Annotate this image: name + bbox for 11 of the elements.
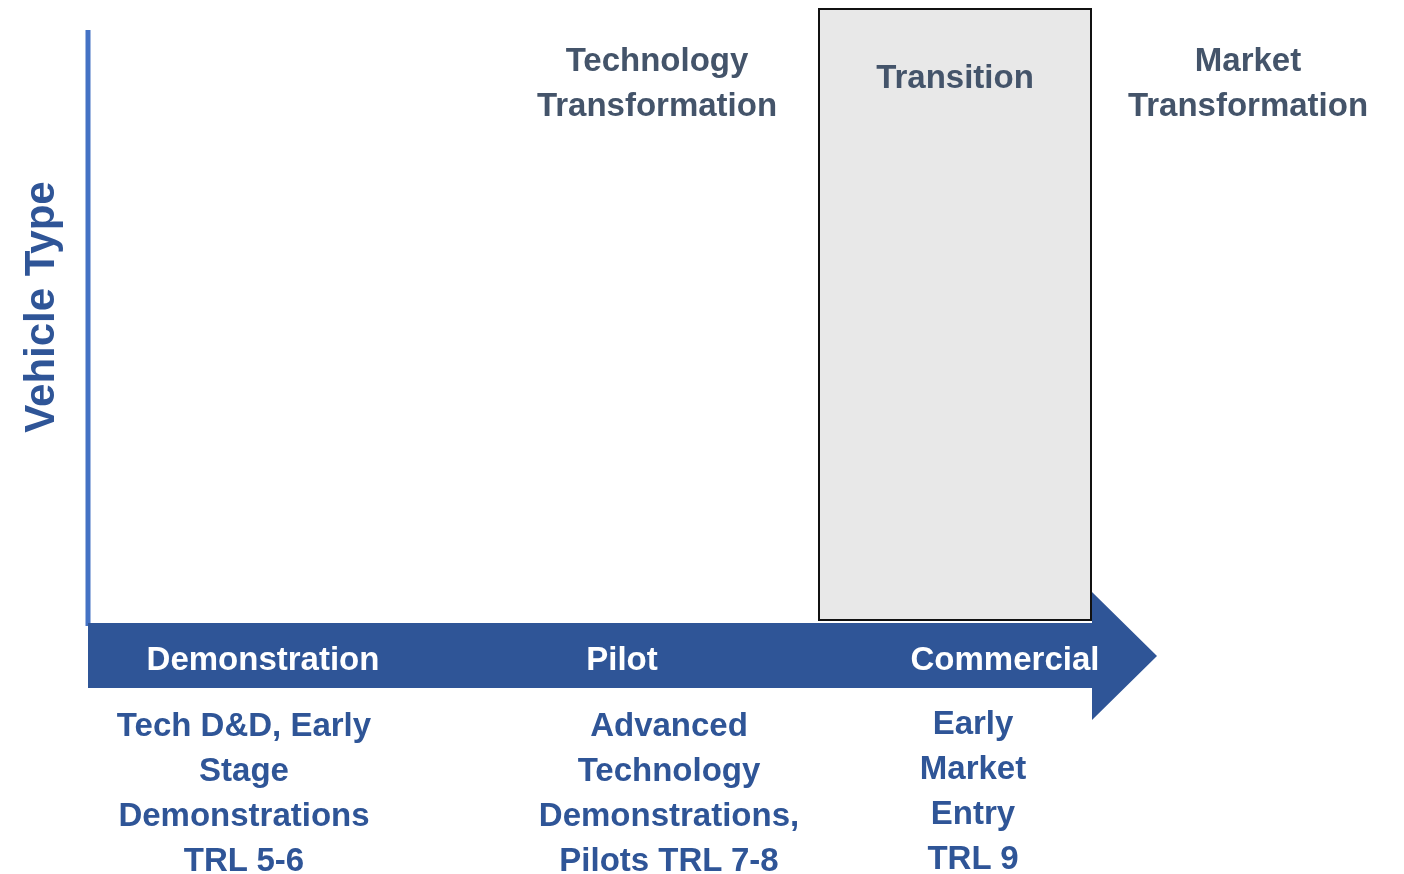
stage-label: Pilot (585, 639, 659, 679)
stage-description: Tech D&D, Early Stage Demonstrations TRL 5-6 (115, 705, 373, 874)
transition-box (818, 8, 1092, 621)
stage-description: Early Market Entry TRL 9 (918, 703, 1028, 874)
phase-heading: Transition (875, 57, 1035, 97)
phase-heading: Technology Transformation (535, 40, 779, 125)
stage-label: Commercial (909, 639, 1101, 679)
stage-label: Demonstration (145, 639, 381, 679)
stage-description: Advanced Technology Demonstrations, Pilots TRL 7-8 (537, 705, 801, 874)
axis-label: Vehicle Type (15, 180, 64, 435)
phase-heading: Market Transformation (1126, 40, 1370, 125)
